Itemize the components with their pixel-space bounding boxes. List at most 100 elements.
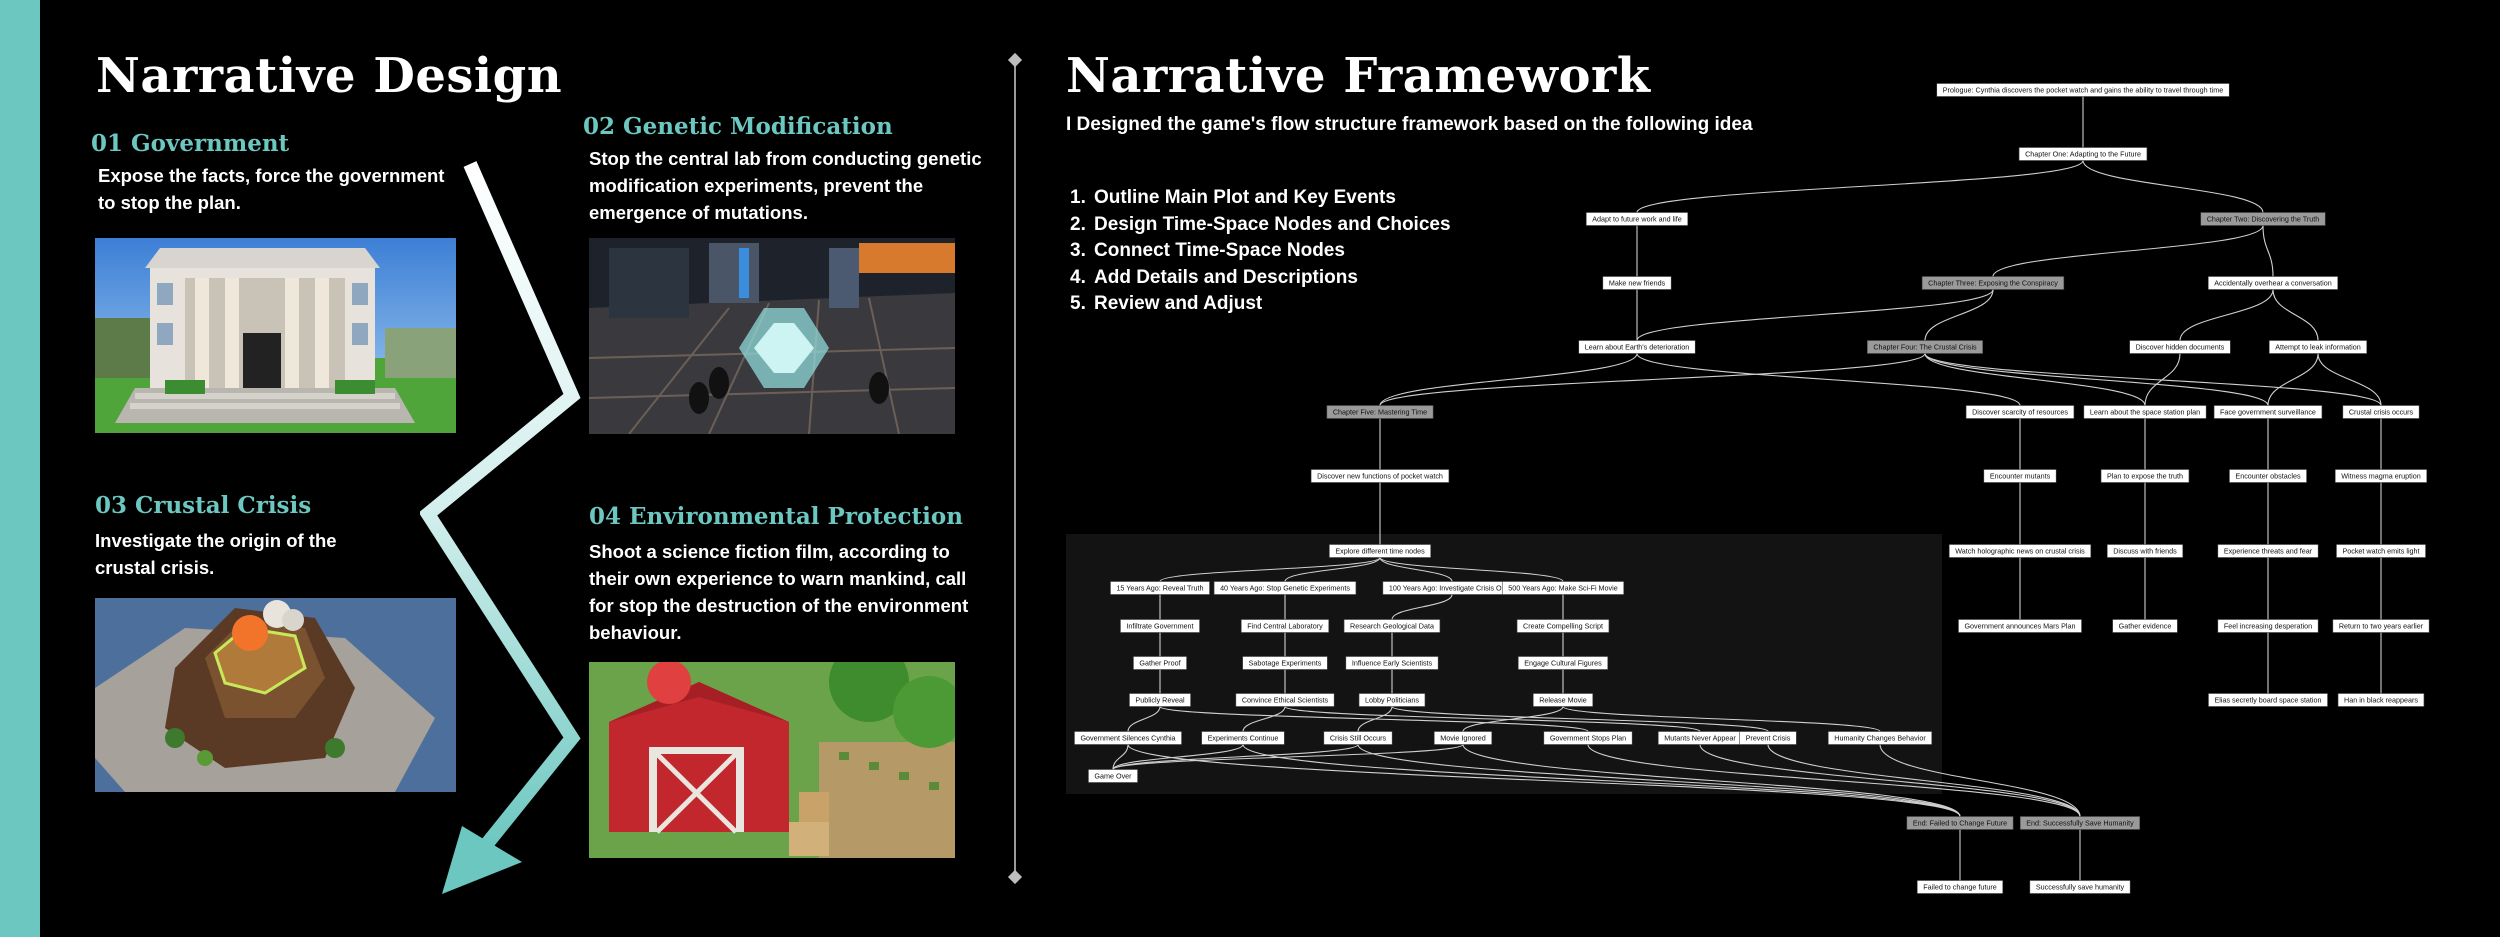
flow-node-label: Prevent Crisis xyxy=(1746,734,1791,743)
flow-node-game-over: Game Over xyxy=(1088,769,1138,783)
section-government-title: 01 Government xyxy=(91,130,290,157)
flow-node-sabotage: Sabotage Experiments xyxy=(1242,656,1328,670)
flow-edge xyxy=(2179,289,2274,341)
government-building-image xyxy=(95,238,456,433)
flow-node-label: Sabotage Experiments xyxy=(1249,659,1322,668)
flow-node-label: Explore different time nodes xyxy=(1335,547,1425,556)
flow-node-discuss: Discuss with friends xyxy=(2106,544,2184,558)
flow-edge xyxy=(2262,225,2274,277)
vertical-divider xyxy=(1014,60,1016,878)
flow-node-find-lab: Find Central Laboratory xyxy=(1240,619,1330,633)
flow-node-label: Prologue: Cynthia discovers the pocket w… xyxy=(1943,86,2223,95)
section-crustal-desc: Investigate the origin of the crustal cr… xyxy=(95,530,337,578)
flow-node-label: Crustal crisis occurs xyxy=(2349,408,2414,417)
flow-node-label: Create Compelling Script xyxy=(1523,622,1603,631)
flow-node-label: Gather evidence xyxy=(2119,622,2172,631)
flow-edge xyxy=(1924,353,2269,406)
flow-node-new-functions: Discover new functions of pocket watch xyxy=(1310,469,1450,483)
flow-node-label: Chapter Five: Mastering Time xyxy=(1333,408,1427,417)
flow-edge xyxy=(2082,160,2264,213)
flow-node-label: 40 Years Ago: Stop Genetic Experiments xyxy=(1220,584,1350,593)
flow-node-saved-humanity: Successfully save humanity xyxy=(2029,880,2131,894)
flow-node-label: Pocket watch emits light xyxy=(2342,547,2419,556)
flow-node-label: Failed to change future xyxy=(1923,883,1997,892)
flow-node-label: Feel increasing desperation xyxy=(2224,622,2312,631)
flow-node-label: Find Central Laboratory xyxy=(1247,622,1323,631)
flow-node-station-plan: Learn about the space station plan xyxy=(2083,405,2207,419)
flow-node-friends: Make new friends xyxy=(1602,276,1672,290)
flow-node-t40: 40 Years Ago: Stop Genetic Experiments xyxy=(1213,581,1357,595)
flow-node-prologue: Prologue: Cynthia discovers the pocket w… xyxy=(1936,83,2230,97)
flow-node-label: Adapt to future work and life xyxy=(1592,215,1682,224)
framework-subtitle: I Designed the game's flow structure fra… xyxy=(1066,114,1753,135)
flow-node-threats: Experience threats and fear xyxy=(2217,544,2319,558)
flow-node-adapt: Adapt to future work and life xyxy=(1585,212,1689,226)
flow-edge xyxy=(1636,160,2084,213)
flow-node-label: 500 Years Ago: Make Sci-Fi Movie xyxy=(1508,584,1617,593)
flow-node-prevent-crisis: Prevent Crisis xyxy=(1739,731,1797,745)
flow-edge xyxy=(1924,289,1994,341)
flow-edge xyxy=(1636,353,2021,406)
flow-node-label: Face government surveillance xyxy=(2220,408,2316,417)
flow-node-gather-ev: Gather evidence xyxy=(2112,619,2178,633)
flow-node-label: Han in black reappears xyxy=(2344,696,2418,705)
flow-node-failed-change: Failed to change future xyxy=(1916,880,2004,894)
flow-node-lobby: Lobby Politicians xyxy=(1358,693,1426,707)
flow-node-label: Convince Ethical Scientists xyxy=(1242,696,1329,705)
narrative-path-arrow xyxy=(420,161,581,894)
flow-node-leak: Attempt to leak information xyxy=(2268,340,2368,354)
flow-node-label: Successfully save humanity xyxy=(2036,883,2125,892)
flow-node-end-fail: End: Failed to Change Future xyxy=(1906,816,2014,830)
flow-node-ch5: Chapter Five: Mastering Time xyxy=(1326,405,1434,419)
flow-node-convince: Convince Ethical Scientists xyxy=(1235,693,1335,707)
flow-node-label: Discover new functions of pocket watch xyxy=(1317,472,1443,481)
flow-node-label: End: Successfully Save Humanity xyxy=(2026,819,2134,828)
flow-node-ch3: Chapter Three: Exposing the Conspiracy xyxy=(1921,276,2065,290)
flow-node-movie-ignored: Movie Ignored xyxy=(1433,731,1493,745)
section-environment-desc: Shoot a science fiction film, according … xyxy=(589,541,969,643)
flow-node-label: Elias secretly board space station xyxy=(2214,696,2321,705)
flow-node-plan-truth: Plan to expose the truth xyxy=(2100,469,2190,483)
flow-node-label: Crisis Still Occurs xyxy=(1330,734,1387,743)
divider-top-cap xyxy=(1007,52,1023,68)
flow-node-label: 100 Years Ago: Investigate Crisis Origin xyxy=(1389,584,1515,593)
flow-node-label: Engage Cultural Figures xyxy=(1524,659,1602,668)
flow-node-watch-light: Pocket watch emits light xyxy=(2336,544,2426,558)
flow-node-surveillance: Face government surveillance xyxy=(2213,405,2323,419)
section-environment-title: 04 Environmental Protection xyxy=(589,503,963,530)
flow-node-label: Movie Ignored xyxy=(1440,734,1486,743)
narrative-design-title: Narrative Design xyxy=(96,48,563,104)
flow-node-script: Create Compelling Script xyxy=(1516,619,1610,633)
flow-node-t100: 100 Years Ago: Investigate Crisis Origin xyxy=(1382,581,1522,595)
flow-node-gov-silences: Government Silences Cynthia xyxy=(1074,731,1182,745)
flow-node-humanity-changes: Humanity Changes Behavior xyxy=(1827,731,1933,745)
flow-node-label: Government announces Mars Plan xyxy=(1964,622,2075,631)
flow-node-research-geo: Research Geological Data xyxy=(1343,619,1441,633)
flow-node-label: Experience threats and fear xyxy=(2224,547,2313,556)
flow-node-label: Learn about Earth's deterioration xyxy=(1585,343,1689,352)
flow-node-label: Release Movie xyxy=(1539,696,1587,705)
narrative-framework-title: Narrative Framework xyxy=(1066,48,1651,104)
flow-node-t15: 15 Years Ago: Reveal Truth xyxy=(1110,581,1210,595)
section-genetic-title: 02 Genetic Modification xyxy=(583,113,893,140)
flow-node-desperation: Feel increasing desperation xyxy=(2217,619,2319,633)
flow-node-label: Infiltrate Government xyxy=(1126,622,1193,631)
flow-edge xyxy=(1992,225,2264,277)
flow-node-label: Encounter mutants xyxy=(1990,472,2051,481)
flow-node-label: Government Stops Plan xyxy=(1550,734,1626,743)
flow-node-mutants-never: Mutants Never Appear xyxy=(1657,731,1743,745)
flow-node-label: Make new friends xyxy=(1609,279,1666,288)
flow-node-label: Discuss with friends xyxy=(2113,547,2177,556)
flow-node-magma: Witness magma eruption xyxy=(2334,469,2428,483)
flow-node-pub-reveal: Publicly Reveal xyxy=(1129,693,1191,707)
flow-node-label: Mutants Never Appear xyxy=(1664,734,1736,743)
step-item: 3.Connect Time-Space Nodes xyxy=(1070,240,1345,261)
flow-edge xyxy=(1379,353,1638,406)
flow-node-gather-proof: Gather Proof xyxy=(1133,656,1187,670)
flow-edge xyxy=(1379,353,1926,406)
flow-node-infiltrate: Infiltrate Government xyxy=(1120,619,1200,633)
flow-node-release: Release Movie xyxy=(1532,693,1594,707)
flow-node-engage: Engage Cultural Figures xyxy=(1517,656,1609,670)
flow-edge xyxy=(2317,353,2382,406)
flow-node-label: Influence Early Scientists xyxy=(1352,659,1433,668)
